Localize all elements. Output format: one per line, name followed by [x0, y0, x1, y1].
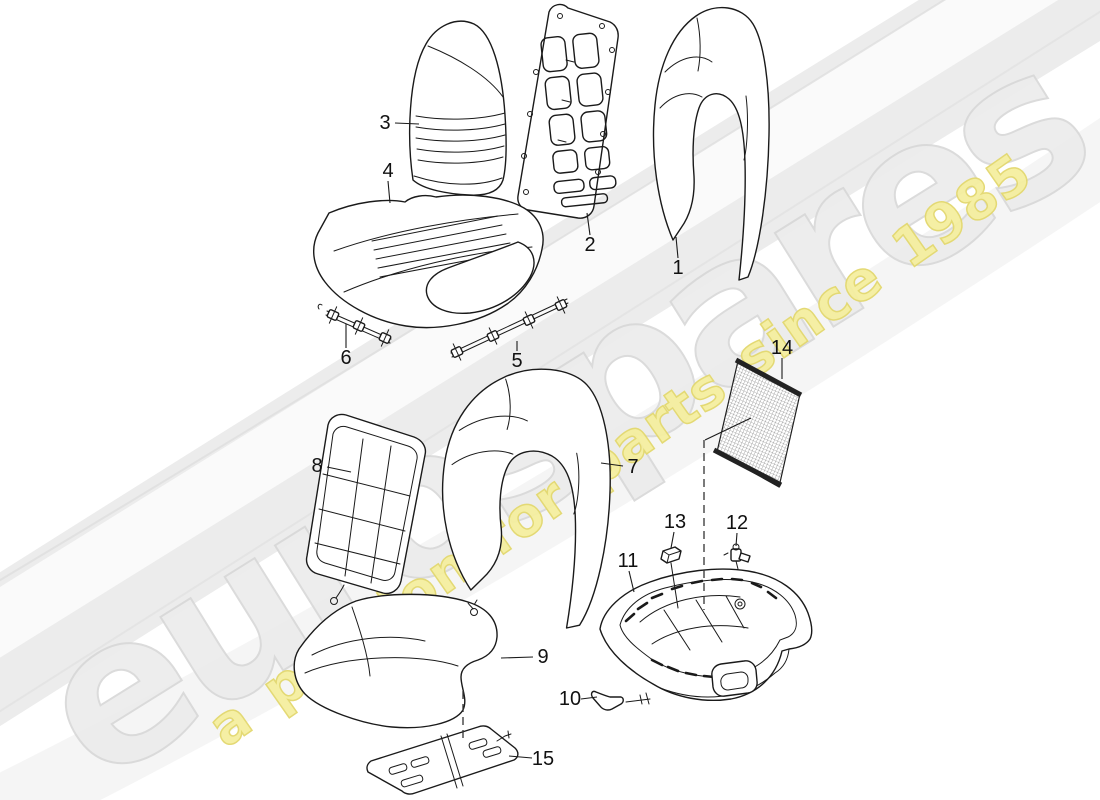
part-label-15[interactable]: 15	[531, 748, 555, 770]
part-10-bracket	[590, 690, 651, 711]
leader-lines	[326, 122, 783, 759]
part-label-14[interactable]: 14	[770, 337, 794, 359]
part-label-5[interactable]: 5	[511, 350, 523, 372]
part-7-backrest-shell	[441, 368, 612, 630]
part-4-seat-cover	[313, 194, 544, 329]
part-label-1[interactable]: 1	[672, 257, 684, 279]
assembly-lines	[462, 417, 752, 742]
part-label-12[interactable]: 12	[725, 512, 749, 534]
part-label-2[interactable]: 2	[584, 234, 596, 256]
part-5-wiring-harness	[447, 294, 571, 363]
part-11-seat-pan	[599, 568, 813, 702]
part-3-backrest-cover	[409, 20, 507, 196]
part-12-fastener	[723, 543, 751, 570]
part-15-seat-heating-pad	[366, 725, 519, 795]
part-label-10[interactable]: 10	[558, 688, 582, 710]
part-9-seat-foam	[293, 593, 498, 729]
part-label-8[interactable]: 8	[311, 455, 323, 477]
part-label-13[interactable]: 13	[663, 511, 687, 533]
part-8-backrest-foam	[305, 413, 427, 605]
part-label-7[interactable]: 7	[627, 456, 639, 478]
part-label-9[interactable]: 9	[537, 646, 549, 668]
part-label-6[interactable]: 6	[340, 347, 352, 369]
part-label-3[interactable]: 3	[379, 112, 391, 134]
part-13-clip	[660, 546, 682, 564]
part-1-backrest-shell	[652, 6, 770, 281]
part-label-11[interactable]: 11	[617, 550, 639, 572]
part-14-heating-element	[712, 357, 803, 488]
part-2-backrest-frame	[517, 3, 619, 219]
part-6-wiring-harness	[317, 303, 394, 349]
part-label-4[interactable]: 4	[382, 160, 394, 182]
